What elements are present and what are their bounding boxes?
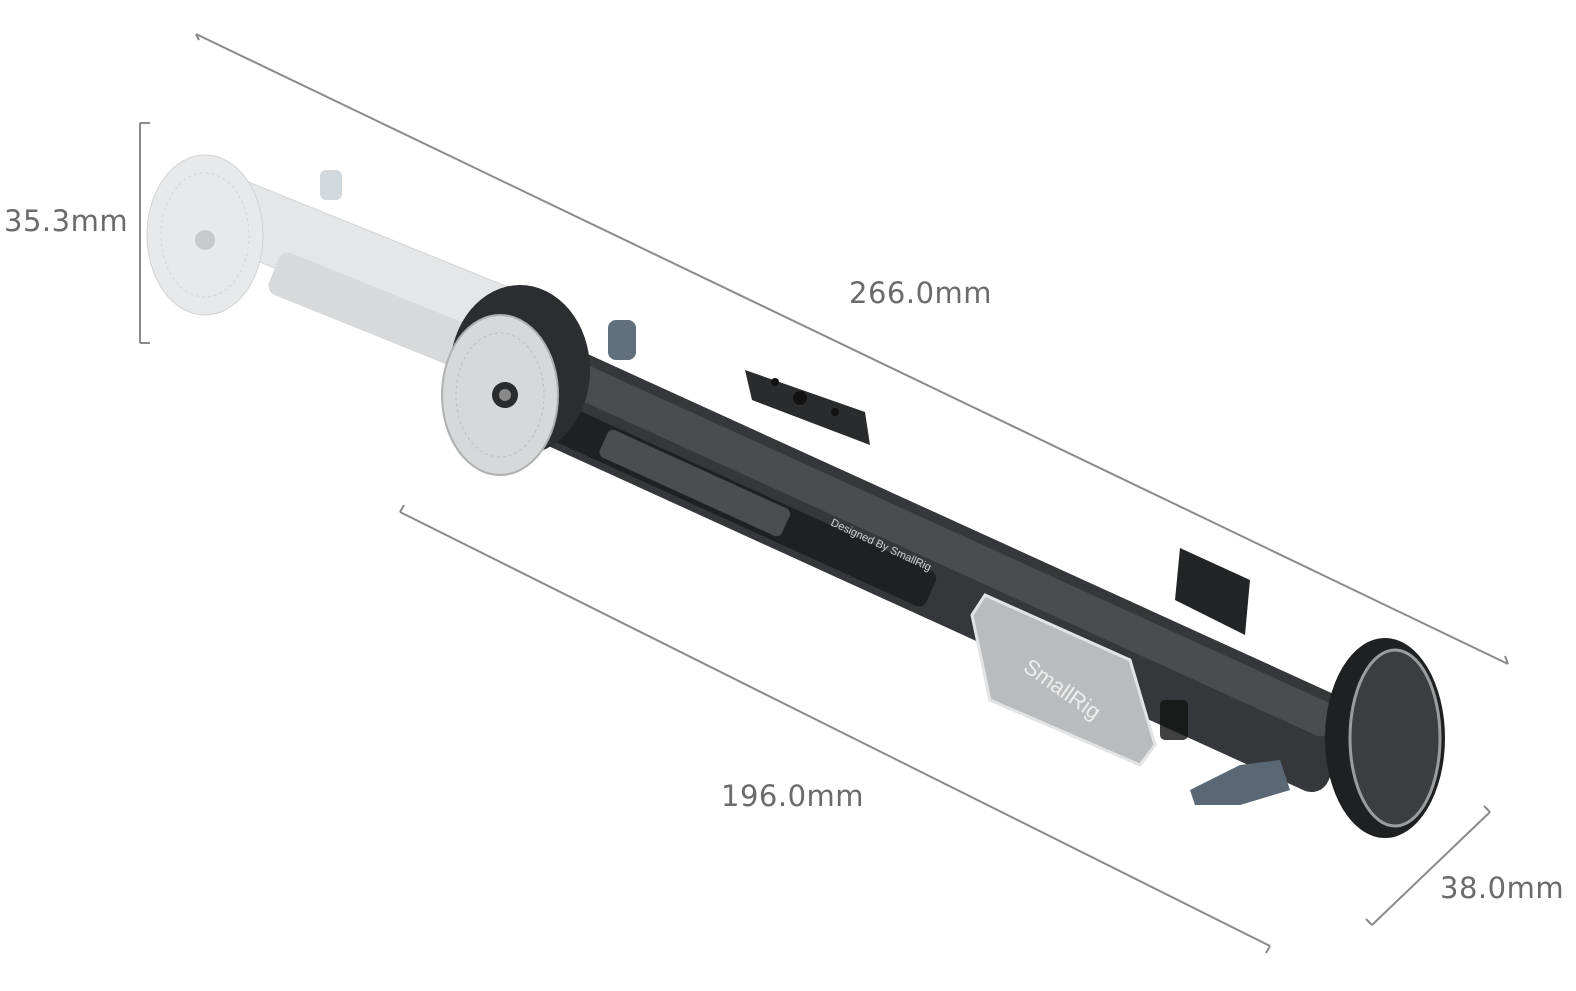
smallrig-logo-plate: SmallRig	[970, 593, 1157, 767]
width-dimension-line	[1365, 805, 1491, 926]
left-rosette	[441, 285, 636, 476]
retracted-length-dimension-label: 196.0mm	[721, 779, 865, 813]
retracted-length-dimension-line	[399, 504, 1271, 954]
height-dimension-bracket	[139, 122, 150, 344]
height-dimension-label: 35.3mm	[4, 204, 129, 238]
thumb-screw	[1190, 760, 1290, 805]
arm-body: SmallRig Designed By SmallRig	[441, 285, 1445, 838]
dimension-lines	[139, 33, 1509, 954]
total-length-dimension-line	[195, 33, 1509, 665]
width-dimension-label: 38.0mm	[1440, 871, 1565, 905]
total-length-dimension-label: 266.0mm	[849, 276, 993, 310]
right-rosette	[1160, 638, 1445, 838]
